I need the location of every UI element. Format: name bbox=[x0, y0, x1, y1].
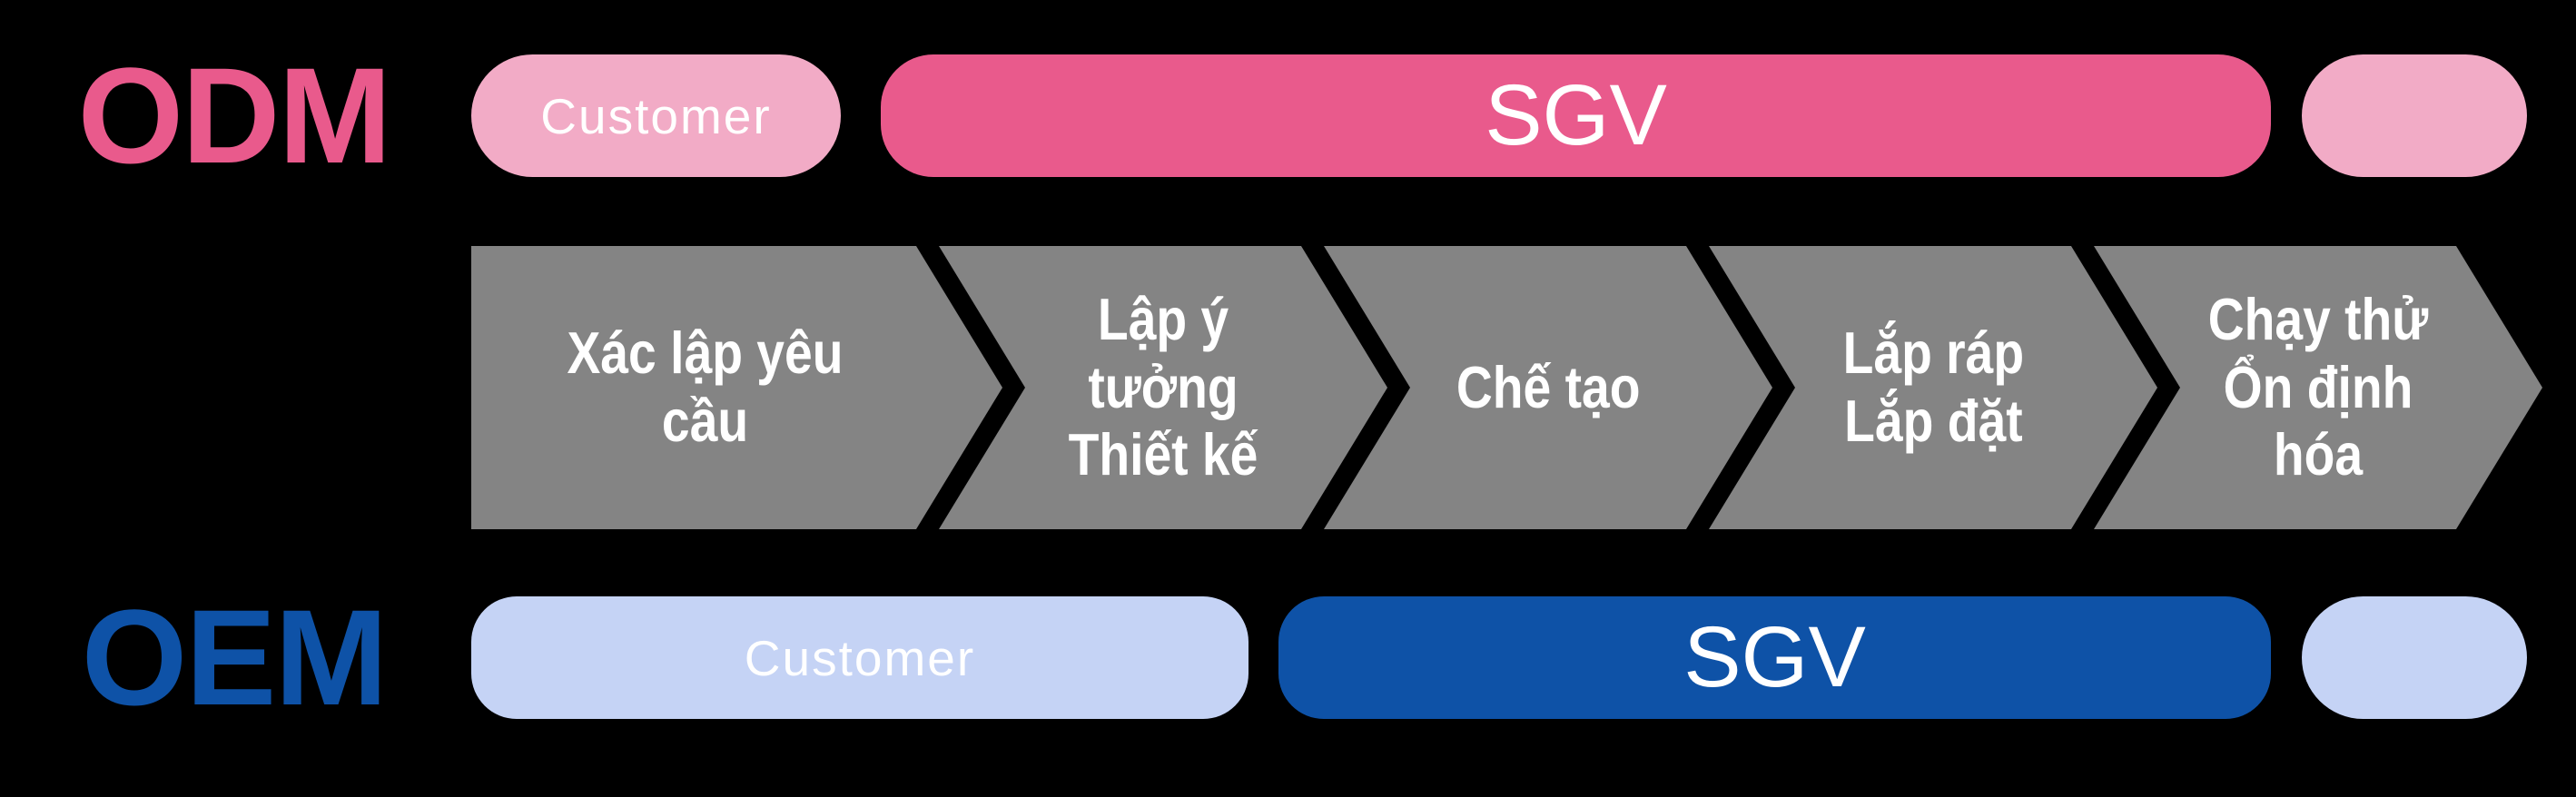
process-step-arrow-4: Lắp ráp Lắp đặt bbox=[1709, 246, 2157, 529]
odm-customer-pill-label: Customer bbox=[540, 87, 772, 144]
process-step-arrow-1: Xác lập yêu cầu bbox=[471, 246, 1002, 529]
process-step-arrow-5: Chạy thử Ổn định hóa bbox=[2094, 246, 2542, 529]
odm-small-pill bbox=[2302, 54, 2527, 177]
process-step-label-5: Chạy thử Ổn định hóa bbox=[2207, 285, 2429, 488]
oem-sgv-pill-label: SGV bbox=[1683, 609, 1866, 705]
odm-row-label: ODM bbox=[77, 39, 392, 192]
process-step-label-1: Xác lập yêu cầu bbox=[567, 320, 844, 454]
process-step-label-2: Lập ý tưởng Thiết kế bbox=[1068, 285, 1258, 488]
process-step-label-3: Chế tạo bbox=[1456, 353, 1641, 420]
oem-customer-pill: Customer bbox=[471, 596, 1249, 719]
odm-customer-pill: Customer bbox=[471, 54, 841, 177]
oem-small-pill bbox=[2302, 596, 2527, 719]
process-step-label-4: Lắp ráp Lắp đặt bbox=[1842, 320, 2024, 454]
oem-row-label: OEM bbox=[81, 581, 389, 733]
odm-sgv-pill: SGV bbox=[881, 54, 2271, 177]
process-step-arrow-2: Lập ý tưởng Thiết kế bbox=[939, 246, 1387, 529]
odm-sgv-pill-label: SGV bbox=[1485, 67, 1667, 163]
oem-customer-pill-label: Customer bbox=[744, 629, 976, 686]
process-step-arrow-3: Chế tạo bbox=[1324, 246, 1772, 529]
process-flow: Xác lập yêu cầu Lập ý tưởng Thiết kế Chế… bbox=[471, 246, 2542, 529]
oem-sgv-pill: SGV bbox=[1278, 596, 2271, 719]
